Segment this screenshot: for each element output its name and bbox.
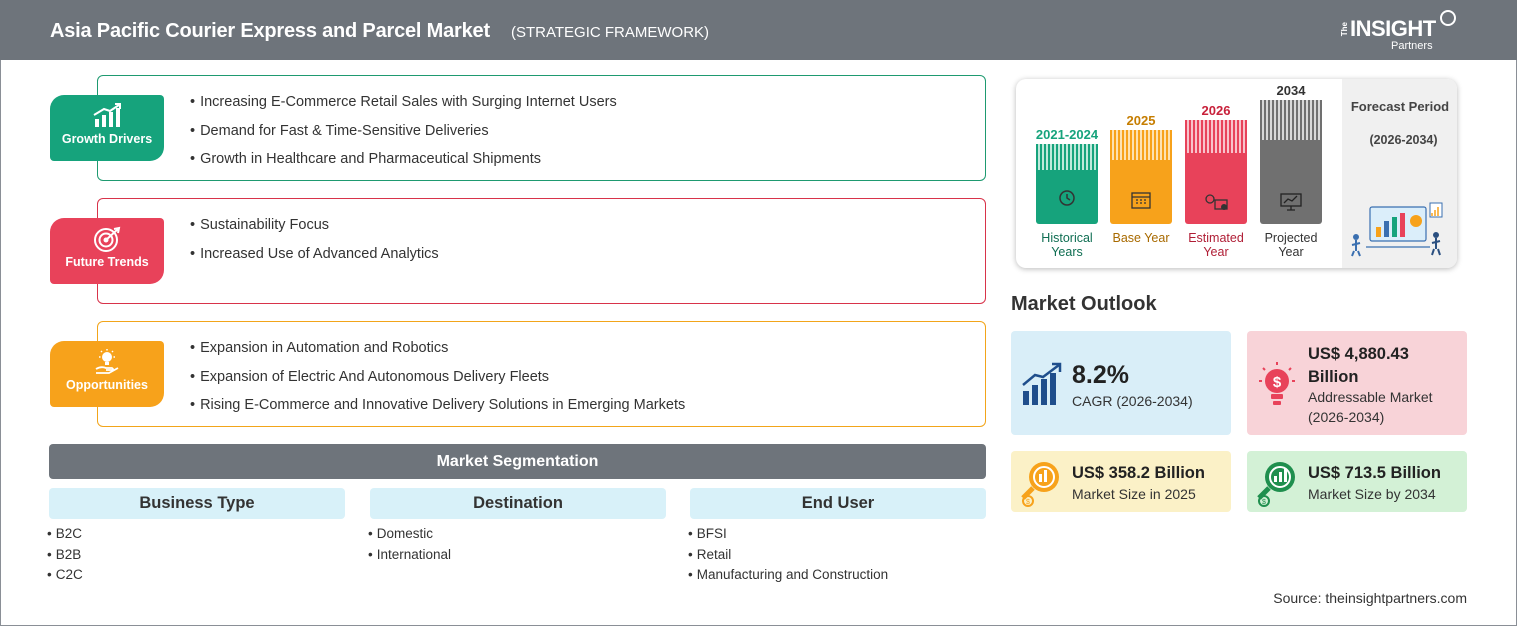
future-trends-badge: Future Trends [50, 218, 164, 284]
segment-end-user: End User BFSI Retail Manufacturing and C… [690, 488, 986, 588]
history-icon [1059, 190, 1075, 206]
list-item: Sustainability Focus [190, 217, 439, 246]
addressable-market-value: US$ 4,880.43 Billion [1308, 345, 1409, 386]
rising-bars-icon [1022, 362, 1062, 405]
cagr-value: 8.2% [1072, 361, 1129, 389]
list-item: Growth in Healthcare and Pharmaceutical … [190, 151, 617, 180]
page-subtitle: (STRATEGIC FRAMEWORK) [511, 24, 710, 41]
market-size-2034-value: US$ 713.5 Billion [1308, 464, 1441, 482]
svg-text:$: $ [1026, 499, 1030, 506]
period-label: Base Year [1112, 231, 1170, 245]
market-size-2034-label: Market Size by 2034 [1308, 486, 1436, 502]
forecast-period-range: (2026-2034) [1369, 133, 1438, 147]
list-item: Increasing E-Commerce Retail Sales with … [190, 94, 617, 123]
target-icon [94, 226, 121, 252]
period-year: 2025 [1126, 113, 1156, 128]
list-item: Expansion of Electric And Autonomous Del… [190, 369, 685, 398]
chart-magnifier-icon: $ [1257, 462, 1295, 507]
analytics-illustration-icon [1351, 202, 1443, 257]
coin-magnifier-icon: $ [1021, 462, 1059, 507]
market-size-2025-value: US$ 358.2 Billion [1072, 464, 1205, 482]
timeline-card: Forecast Period (2026-2034) 2021-2024 Hi… [1016, 79, 1457, 268]
segment-destination: Destination Domestic International [370, 488, 666, 567]
badge-label: Growth Drivers [61, 132, 153, 146]
cagr-label: CAGR (2026-2034) [1072, 393, 1193, 409]
svg-text:$: $ [1262, 499, 1266, 506]
period-bar-base [1110, 130, 1172, 224]
list-item: Demand for Fast & Time-Sensitive Deliver… [190, 123, 617, 152]
cagr-card: 8.2% CAGR (2026-2034) [1011, 331, 1231, 435]
list-item: Increased Use of Advanced Analytics [190, 246, 439, 275]
growth-drivers-badge: Growth Drivers [50, 95, 164, 161]
source-credit: Source: theinsightpartners.com [1273, 590, 1467, 606]
insight-partners-logo: The INSIGHT Partners [1340, 10, 1460, 54]
opportunities-box: Expansion in Automation and Robotics Exp… [97, 321, 986, 427]
list-item: Manufacturing and Construction [688, 567, 986, 588]
market-size-2025-label: Market Size in 2025 [1072, 486, 1196, 502]
period-label: Estimated Year [1188, 231, 1244, 259]
list-item: Rising E-Commerce and Innovative Deliver… [190, 397, 685, 426]
market-segmentation-header: Market Segmentation [49, 444, 986, 479]
page-title: Asia Pacific Courier Express and Parcel … [50, 20, 490, 42]
calendar-icon [1131, 192, 1151, 209]
segment-header: End User [690, 488, 986, 519]
addressable-market-card: $ US$ 4,880.43 Billion Addressable Marke… [1247, 331, 1467, 435]
badge-label: Opportunities [66, 378, 148, 392]
list-item: BFSI [688, 526, 986, 547]
header-bar: Asia Pacific Courier Express and Parcel … [0, 0, 1517, 60]
badge-label: Future Trends [65, 255, 149, 269]
dollar-bulb-icon: $ [1259, 362, 1295, 405]
segment-header: Business Type [49, 488, 345, 519]
list-item: Domestic [368, 526, 666, 547]
list-item: B2C [47, 526, 345, 547]
list-item: Expansion in Automation and Robotics [190, 340, 685, 369]
presentation-chart-icon [1280, 193, 1302, 211]
forecast-period-label: Forecast Period [1350, 99, 1450, 114]
period-label: Historical Years [1041, 231, 1093, 259]
gears-icon [1205, 194, 1228, 210]
market-size-2034-card: $ US$ 713.5 Billion Market Size by 2034 [1247, 451, 1467, 512]
period-bar-estimated [1185, 120, 1247, 224]
growth-drivers-box: Increasing E-Commerce Retail Sales with … [97, 75, 986, 181]
market-size-2025-card: $ US$ 358.2 Billion Market Size in 2025 [1011, 451, 1231, 512]
period-year: 2026 [1201, 103, 1231, 118]
period-bar-historical [1036, 144, 1098, 224]
period-label: Projected Year [1264, 231, 1318, 259]
bar-chart-growth-icon [93, 103, 121, 127]
segment-business-type: Business Type B2C B2B C2C [49, 488, 345, 588]
future-trends-box: Sustainability Focus Increased Use of Ad… [97, 198, 986, 304]
svg-text:$: $ [1273, 374, 1282, 391]
period-year: 2034 [1276, 83, 1306, 98]
list-item: C2C [47, 567, 345, 588]
period-bar-projected [1260, 100, 1322, 224]
addressable-market-label: Addressable Market (2026-2034) [1308, 389, 1433, 425]
lightbulb-hand-icon [95, 349, 119, 374]
period-year: 2021-2024 [1035, 127, 1099, 142]
list-item: International [368, 547, 666, 568]
segment-header: Destination [370, 488, 666, 519]
list-item: Retail [688, 547, 986, 568]
list-item: B2B [47, 547, 345, 568]
market-outlook-title: Market Outlook [1011, 293, 1157, 315]
opportunities-badge: Opportunities [50, 341, 164, 407]
